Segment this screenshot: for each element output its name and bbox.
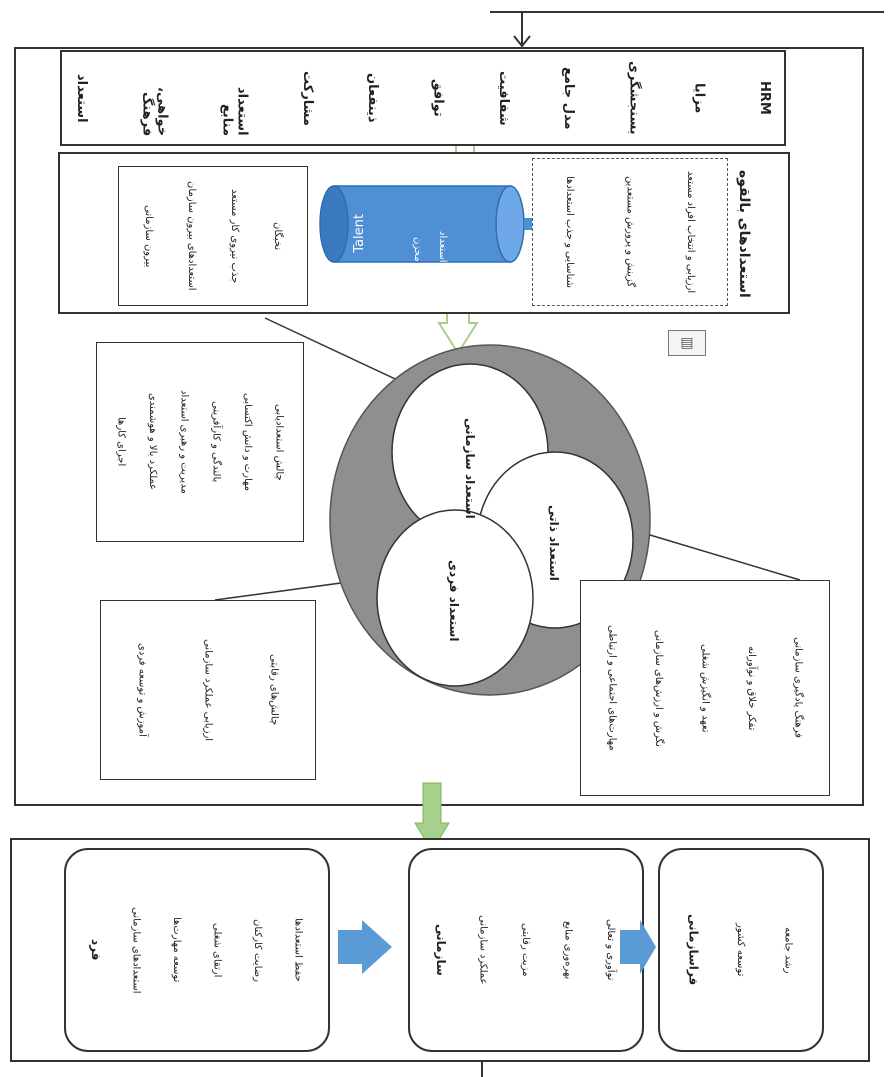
factor-item-line: استعداد (74, 73, 89, 123)
note-top-line: بالندگی و کارآفرینی (210, 401, 222, 483)
venn-label-0: استعداد فردی (447, 560, 461, 642)
dashed-note-line: گزینش و پرورش مستعدین (624, 176, 636, 288)
outcome-extra-line: توسعه کشور (734, 923, 746, 977)
note-left-line: چالش‌های رقابتی (268, 654, 280, 726)
external-talent-line: نخبگان (272, 221, 283, 251)
layout-options-icon[interactable]: ▤ (668, 330, 706, 356)
external-talent-line: استعدادهای بیرون سازمان (186, 181, 197, 291)
outcome-individual-line: استعدادهای سازمانی (130, 906, 142, 994)
tank-sublabel-1: مخزن (412, 237, 423, 262)
factor-item-line: استعداد منابع (219, 87, 250, 136)
outcome-box-individual: فرد استعدادهای سازمانی توسعه مهارت‌ها ارتقا… (64, 848, 330, 1052)
note-bottom-line: تفکر خلاق و نوآورانه (745, 645, 757, 731)
note-left-box: آموزش و توسعه فردی ارزیابی عملکرد سازمانی… (100, 600, 316, 780)
note-top-line: چالش استعدادیابی (273, 403, 285, 481)
venn-diagram (329, 344, 651, 696)
external-talent-line: بیرون سازمانی (143, 204, 154, 268)
outcome-extra-title: فراسازمانی (686, 914, 701, 986)
outcome-box-extra: فراسازمانی توسعه کشور رشد جامعه (658, 848, 824, 1052)
factor-item-line: مدل جامع (561, 66, 577, 130)
outcome-organizational-line: بهره‌وری منابع (562, 920, 574, 980)
outcome-individual-line: توسعه مهارت‌ها (170, 917, 182, 983)
tank-sublabel-2: استعداد (437, 230, 448, 262)
venn-label-2: استعداد ذاتی (547, 505, 561, 581)
note-bottom-line: تعهد و انگیزش شغلی (699, 643, 711, 733)
factor-item-line: توافق (430, 79, 446, 117)
note-top-line: مدیریت و رهبری استعداد (178, 390, 190, 494)
external-talent-line: جذب نیروی کار مستعد (229, 188, 240, 284)
note-bottom-line: نگرش و ارزش‌های سازمانی (653, 629, 665, 747)
factor-item-line: مشارکت (299, 70, 315, 126)
note-left-line: آموزش و توسعه فردی (136, 643, 148, 737)
note-top-box: اجرای کارها عملکرد بالا و هوشمندی مدیریت و… (96, 342, 304, 542)
tank-sublabels: مخزن استعداد (410, 192, 450, 262)
dashed-note-line: شناسایی و جذب استعدادها (563, 176, 575, 288)
outcome-individual-title: فرد (88, 939, 103, 961)
factor-item-line: خواهی، فرهنگ (139, 86, 170, 136)
pool-title: استعدادهای بالقوه (736, 170, 752, 298)
note-top-line: عملکرد بالا و هوشمندی (146, 393, 158, 491)
note-bottom-line: مهارت‌های اجتماعی و ارتباطی (606, 625, 618, 751)
outcome-individual-line: رضایت کارکنان (251, 918, 263, 982)
dashed-note-line: ارزیابی و انتخاب افراد مستعد (685, 170, 697, 294)
factor-item-line: شفافیت (495, 70, 511, 126)
outcome-organizational-line: نوآوری و تعالی (605, 919, 617, 981)
factors-box: استعداد خواهی، فرهنگ استعداد منابع مشارکت ذی… (60, 50, 786, 146)
note-top-line: مهارت و دانش اکتسابی (241, 392, 253, 492)
venn-label-1: استعداد سازمانی (463, 418, 477, 519)
factor-item-line: بسنجشگری (626, 61, 642, 135)
outcome-individual-line: ارتقای شغلی (211, 922, 223, 978)
venn-circle-3 (376, 509, 534, 687)
external-talent-box: بیرون سازمانی استعدادهای بیرون سازمان جذب … (118, 166, 308, 306)
outcome-organizational-title: سازمانی (433, 924, 448, 976)
outcome-organizational-line: عملکرد سازمانی (477, 915, 489, 985)
factor-item-line: HRM (756, 81, 772, 115)
talent-tank-icon (319, 185, 532, 263)
outcome-box-organizational: سازمانی عملکرد سازمانی مزیت رقابتی بهره‌وری… (408, 848, 644, 1052)
note-top-line: اجرای کارها (115, 417, 127, 467)
outcome-individual-line: حفظ استعدادها (292, 918, 304, 982)
outcome-extra-line: رشد جامعه (782, 926, 794, 974)
factor-item-line: ذینفعان (365, 73, 381, 123)
note-left-line: ارزیابی عملکرد سازمانی (202, 638, 214, 742)
dashed-note-box: شناسایی و جذب استعدادها گزینش و پرورش مست… (532, 158, 728, 306)
note-bottom-line: فرهنگ یادگیری سازمانی (792, 637, 804, 739)
factor-item-line: مزایا (691, 82, 707, 114)
outcome-organizational-line: مزیت رقابتی (519, 923, 531, 977)
note-bottom-box: مهارت‌های اجتماعی و ارتباطی نگرش و ارزش‌ه… (580, 580, 830, 796)
